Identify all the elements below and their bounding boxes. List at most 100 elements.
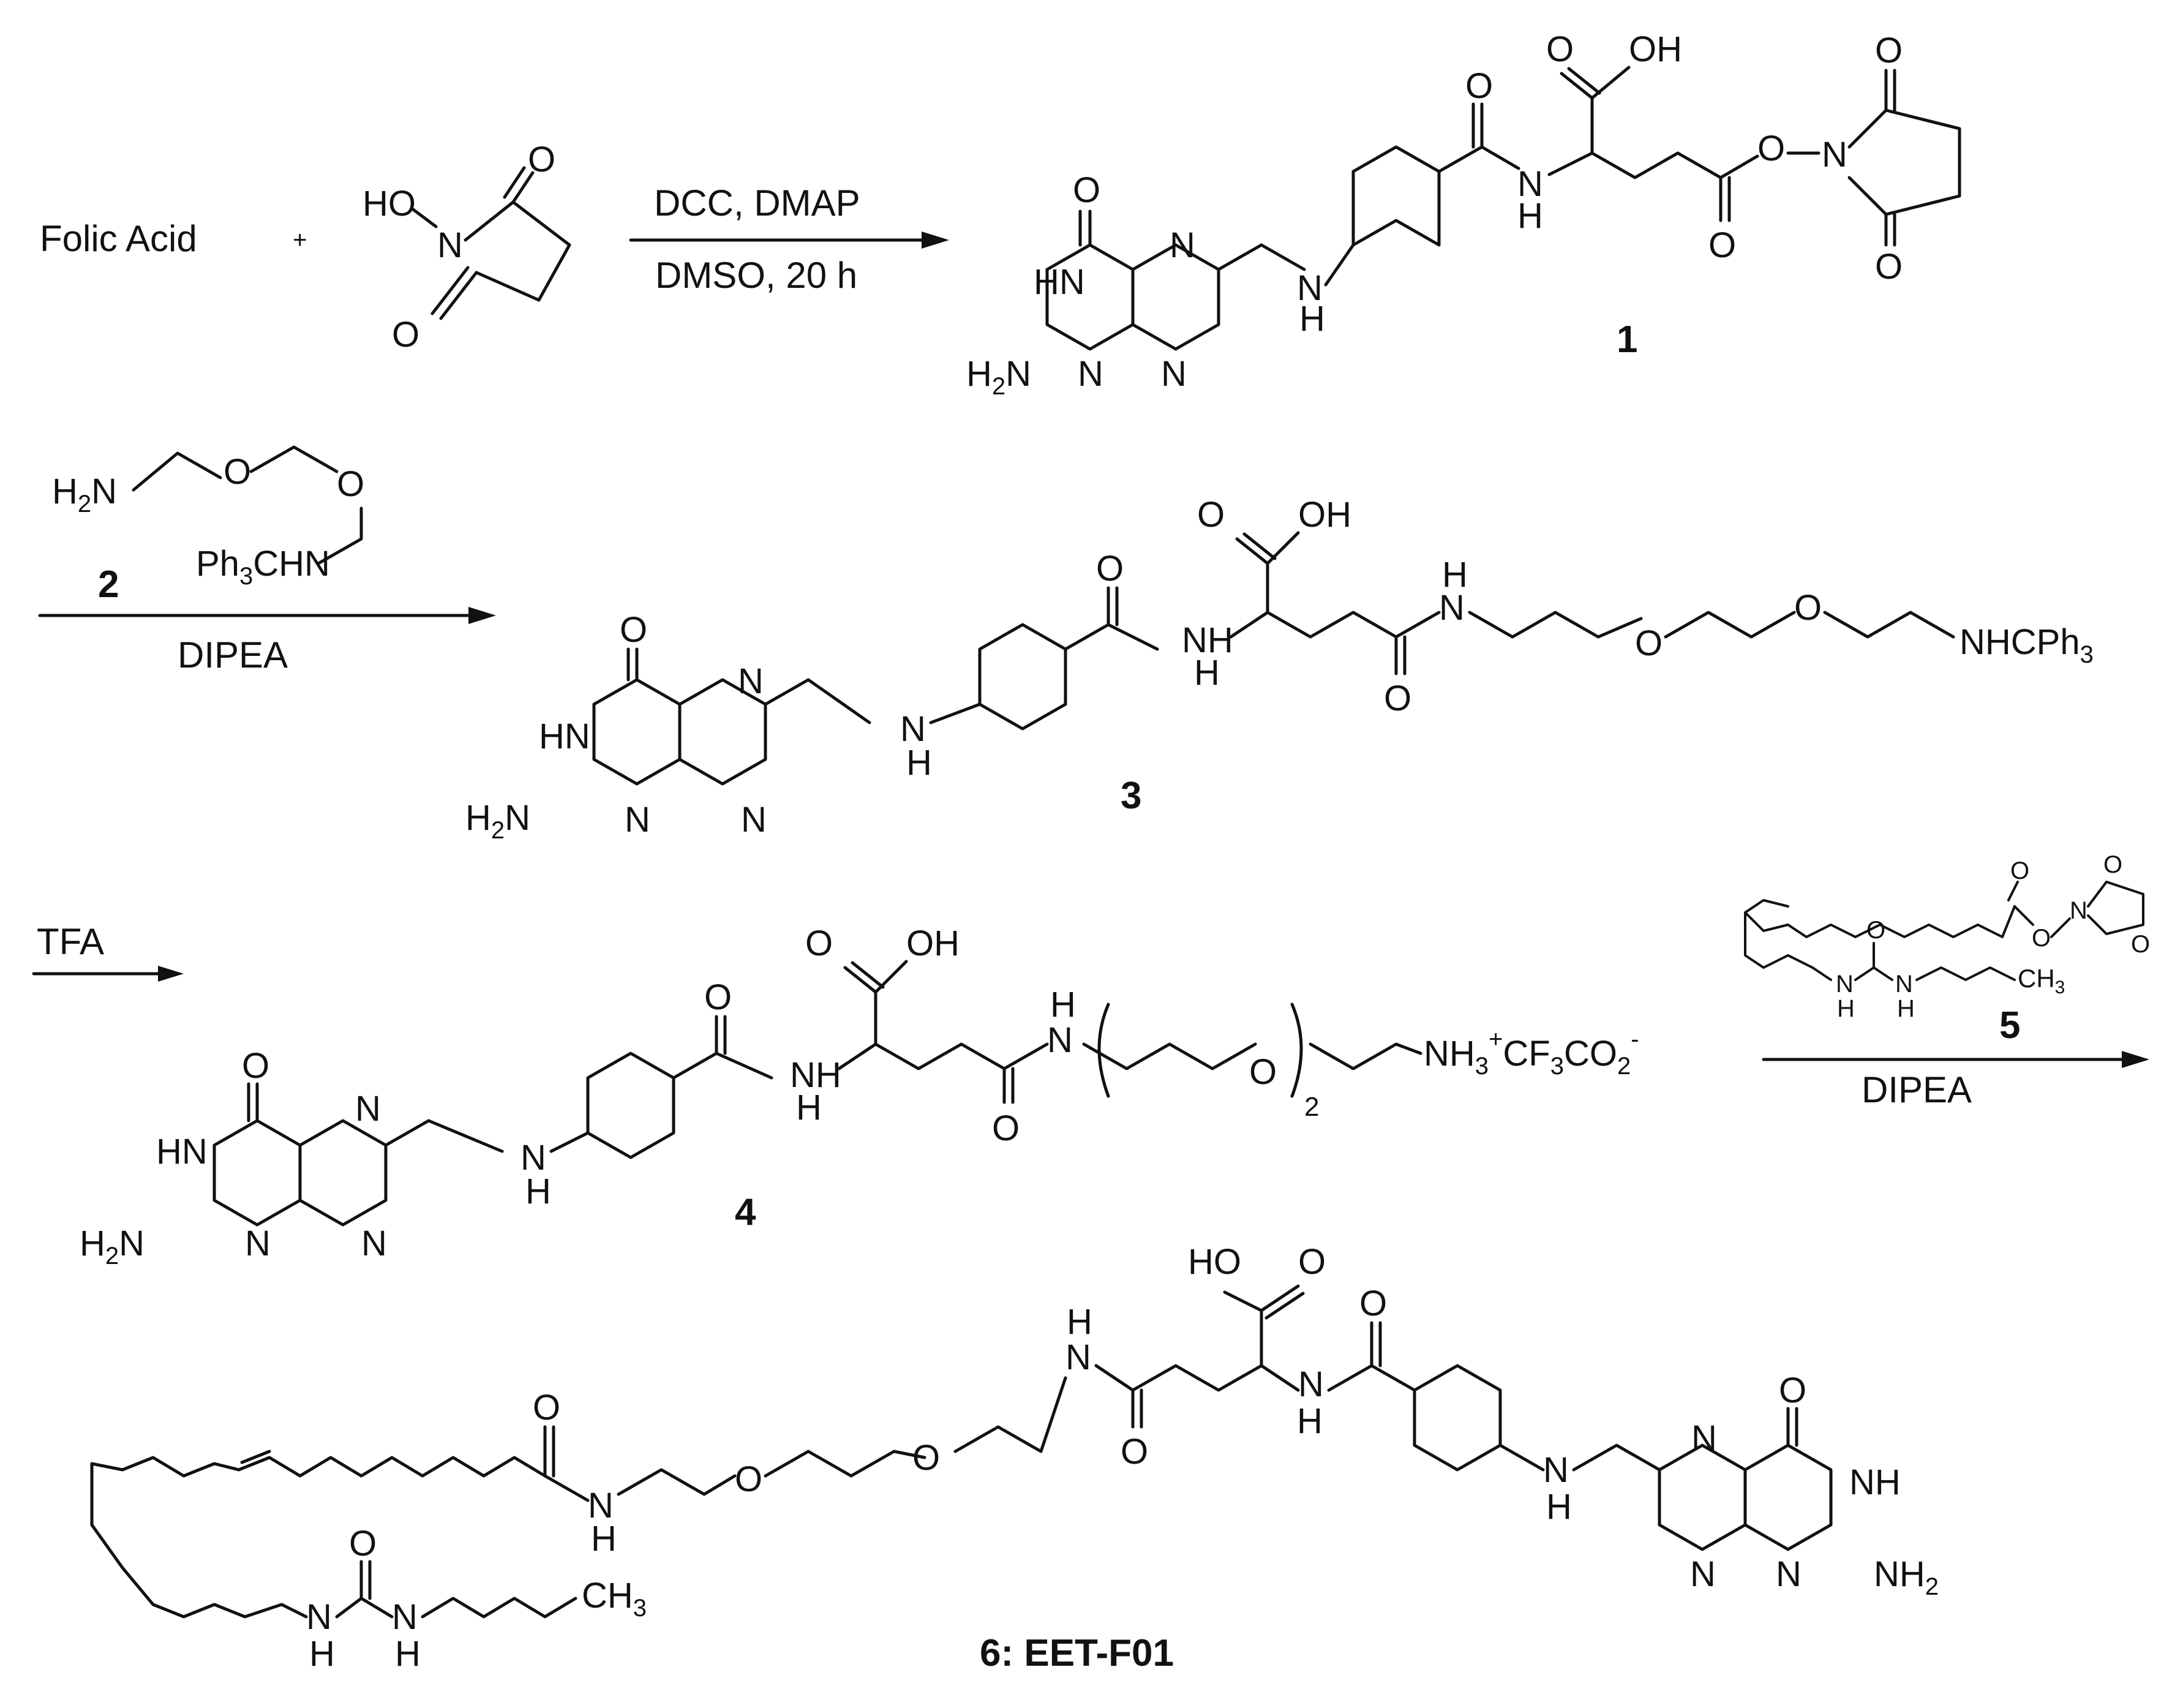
c4-peg-h: H bbox=[1050, 985, 1076, 1025]
c3-amide-h: H bbox=[1194, 653, 1220, 693]
c3-h2n: H2N bbox=[465, 798, 530, 844]
c1-hn: HN bbox=[1034, 262, 1085, 302]
c6-urea-o: O bbox=[349, 1524, 377, 1563]
c5-o-link: O bbox=[2032, 925, 2051, 952]
c3-o-amide: O bbox=[1096, 549, 1124, 589]
nhs-structure: HO N O O bbox=[363, 140, 571, 355]
c6-o-fatty: O bbox=[533, 1388, 560, 1428]
c6-peg-o2: O bbox=[912, 1438, 940, 1478]
c1-nhs-o1: O bbox=[1875, 31, 1903, 70]
c5-urea-o: O bbox=[1866, 917, 1885, 944]
c4-o-amide2: O bbox=[992, 1108, 1020, 1148]
folic-acid-label: Folic Acid bbox=[40, 218, 197, 259]
step3-arrow-tfa: TFA bbox=[32, 921, 184, 982]
c4-repeat-n: 2 bbox=[1304, 1092, 1319, 1122]
c1-nh-h: H bbox=[1299, 299, 1325, 339]
c6-o-amide: O bbox=[1121, 1432, 1148, 1472]
compound-5-label: 5 bbox=[1999, 1004, 2020, 1047]
c5-urea-h1: H bbox=[1837, 995, 1855, 1022]
c6-amide-h: H bbox=[591, 1519, 617, 1559]
c2-h2n: H2N bbox=[52, 472, 117, 517]
c1-amide-n: N bbox=[1517, 164, 1543, 204]
c1-o-link: O bbox=[1757, 129, 1785, 168]
c4-peg-o: O bbox=[1249, 1052, 1277, 1092]
step1-reactants: Folic Acid + HO N O O bbox=[40, 140, 571, 355]
c6-o-pterin: O bbox=[1779, 1371, 1806, 1410]
step1-reagent-bottom: DMSO, 20 h bbox=[655, 255, 857, 296]
compound-6-label: 6: EET-F01 bbox=[980, 1632, 1174, 1674]
c4-n1: N bbox=[245, 1224, 271, 1263]
c4-o-pterin: O bbox=[242, 1046, 269, 1086]
c6-amide-n: N bbox=[588, 1486, 614, 1526]
c1-o-ester: O bbox=[1708, 225, 1736, 265]
c5-urea-n1: N bbox=[1836, 971, 1854, 998]
c4-o-acid: O bbox=[805, 924, 833, 963]
step3-base: DIPEA bbox=[1862, 1069, 1972, 1110]
plus-sign: + bbox=[293, 227, 307, 254]
c4-n2: N bbox=[361, 1224, 387, 1263]
c4-o-amide: O bbox=[704, 977, 732, 1017]
reagent-5-structure: O O N O O N H O N H CH3 5 bbox=[1744, 851, 2150, 1047]
c6-peg-h: H bbox=[1067, 1302, 1092, 1342]
c1-n-ring2: N bbox=[1161, 354, 1187, 394]
c3-nh-h: H bbox=[906, 743, 932, 783]
c4-hn: HN bbox=[156, 1132, 208, 1172]
compound-4-label: 4 bbox=[735, 1191, 756, 1233]
compound-6-structure: O N H O O N H O HO O N H O N H bbox=[90, 1242, 1939, 1674]
c1-o-amide: O bbox=[1465, 66, 1493, 106]
c6-o-amide2: O bbox=[1359, 1284, 1387, 1323]
compound-3-label: 3 bbox=[1121, 775, 1141, 817]
c4-n3: N bbox=[355, 1089, 381, 1129]
c5-o-ester: O bbox=[2010, 857, 2029, 884]
compound-4-structure: O HN H2N N N N N H O NH H O OH O N H O bbox=[80, 924, 1639, 1270]
c4-nh-n: N bbox=[520, 1138, 546, 1178]
c3-o-acid: O bbox=[1197, 495, 1225, 535]
c1-o-acid: O bbox=[1546, 29, 1574, 69]
c3-oh: OH bbox=[1298, 495, 1351, 535]
c6-peg-o1: O bbox=[735, 1459, 762, 1499]
c1-n-ring1: N bbox=[1078, 354, 1103, 394]
c6-urea-n1: N bbox=[306, 1597, 332, 1637]
step1-reagent-top: DCC, DMAP bbox=[654, 182, 860, 224]
c6-ho: HO bbox=[1188, 1242, 1241, 1282]
c3-n2: N bbox=[741, 800, 767, 840]
c6-urea-h1: H bbox=[309, 1634, 335, 1674]
c6-peg-n: N bbox=[1065, 1337, 1091, 1377]
c1-nhs-o2: O bbox=[1875, 247, 1903, 287]
c1-o-pterin: O bbox=[1073, 170, 1100, 210]
c1-nhs-n: N bbox=[1822, 135, 1847, 175]
c5-ch3: CH3 bbox=[2018, 964, 2065, 998]
c4-nh-h: H bbox=[525, 1172, 551, 1211]
c6-urea-n2: N bbox=[392, 1597, 418, 1637]
step3-arrow-dipea: DIPEA bbox=[1762, 1051, 2149, 1110]
c3-n1: N bbox=[625, 800, 650, 840]
c5-urea-n2: N bbox=[1895, 971, 1913, 998]
c6-aniline-n: N bbox=[1543, 1450, 1569, 1490]
c1-oh: OH bbox=[1629, 29, 1682, 69]
c6-o-acid: O bbox=[1298, 1242, 1326, 1282]
c3-o-amide2: O bbox=[1384, 679, 1411, 718]
c1-nh-n: N bbox=[1297, 268, 1323, 308]
c3-o-pterin: O bbox=[620, 610, 647, 650]
c3-amide-n: NH bbox=[1182, 620, 1233, 660]
step3-acid: TFA bbox=[37, 921, 104, 962]
step2-base: DIPEA bbox=[178, 634, 288, 675]
c5-nhs-o2: O bbox=[2131, 931, 2150, 958]
c3-peg-o1: O bbox=[1635, 623, 1663, 663]
c2-ph3chn: Ph3CHN bbox=[196, 544, 330, 590]
c3-nhcph3: NHCPh3 bbox=[1959, 622, 2094, 668]
c6-nh-h: H bbox=[1297, 1401, 1323, 1441]
c3-n3: N bbox=[738, 661, 764, 701]
c1-n-ring3: N bbox=[1170, 225, 1195, 265]
c3-peg-n: N bbox=[1439, 588, 1465, 628]
c5-urea-h2: H bbox=[1897, 995, 1915, 1022]
nhs-ho: HO bbox=[363, 184, 416, 224]
c4-ammonium: NH3+CF3CO2- bbox=[1424, 1026, 1639, 1080]
c6-ring-nh: NH bbox=[1849, 1462, 1901, 1502]
c1-amide-h: H bbox=[1517, 196, 1543, 236]
compound-2-label: 2 bbox=[98, 563, 119, 606]
step2-arrow: DIPEA bbox=[38, 607, 496, 675]
compound-1-structure: O HN H2N N N N N H O N H O OH O O N bbox=[966, 29, 1961, 400]
c4-peg-n: N bbox=[1047, 1020, 1073, 1060]
c3-nh-n: N bbox=[900, 709, 926, 749]
